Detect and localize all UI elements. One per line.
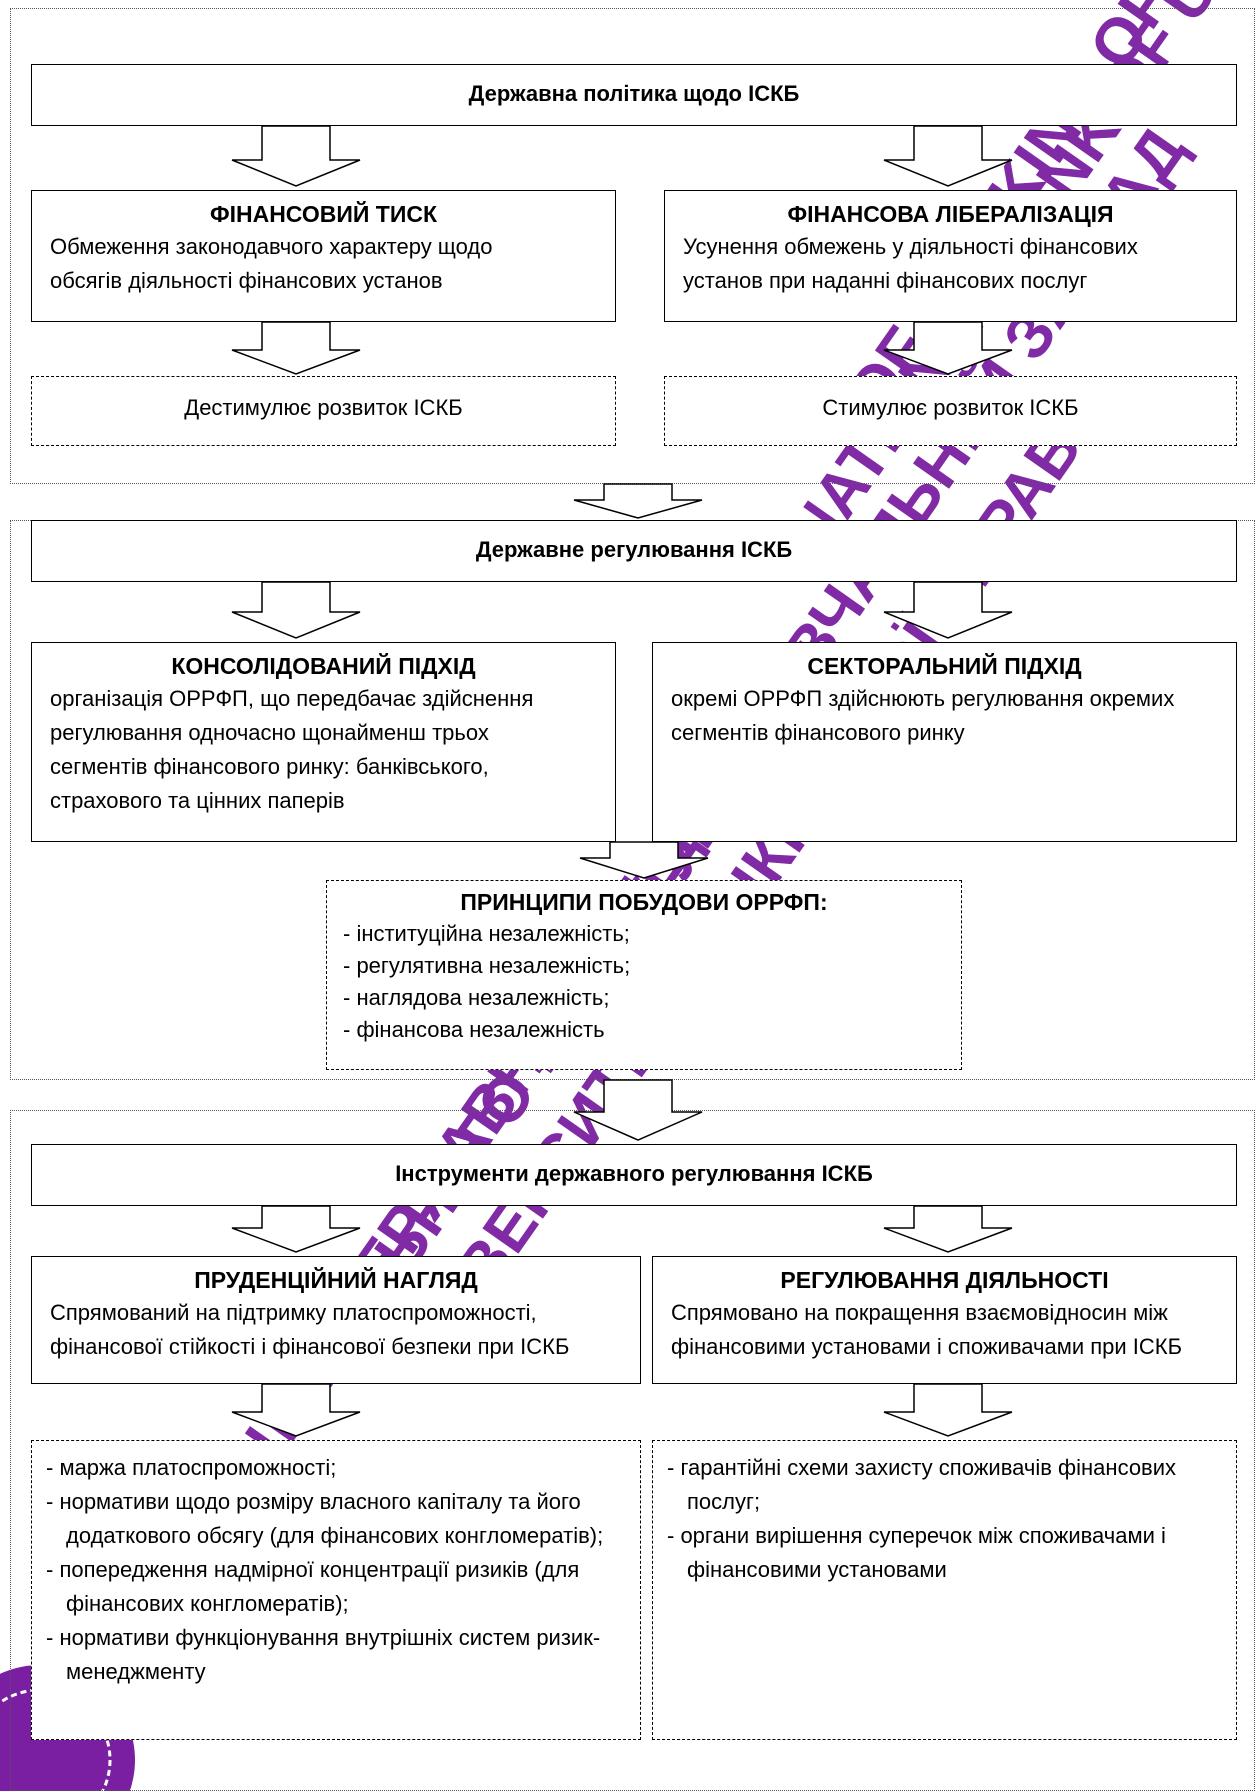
prudential-instrument-item: - нормативи щодо розміру власного капіта…: [46, 1489, 604, 1548]
consolidated-line-2: регулювання одночасно щонайменш трьох: [50, 720, 489, 745]
prudential-instrument-item: - попередження надмірної концентрації ри…: [46, 1557, 580, 1616]
sectoral-line-1: окремі ОРРФП здійснюють регулювання окре…: [671, 686, 1175, 711]
financial-pressure-line-1: Обмеження законодавчого характеру щодо: [50, 234, 493, 259]
prudential-supervision-title: ПРУДЕНЦІЙНИЙ НАГЛЯД: [194, 1267, 478, 1293]
instruments-box: Інструменти державного регулювання ІСКБ: [31, 1144, 1237, 1206]
consolidated-approach-box: КОНСОЛІДОВАНИЙ ПІДХІД організація ОРРФП,…: [31, 642, 616, 842]
activity-regulation-box: РЕГУЛЮВАННЯ ДІЯЛЬНОСТІ Спрямовано на пок…: [652, 1256, 1237, 1384]
financial-liberalization-line-2: установ при наданні фінансових послуг: [683, 268, 1088, 293]
principle-item: - інституційна незалежність;: [343, 921, 630, 946]
principles-list: - інституційна незалежність; - регулятив…: [327, 916, 961, 1046]
consolidated-line-1: організація ОРРФП, що передбачає здійсне…: [50, 686, 534, 711]
prudential-line-1: Спрямований на підтримку платоспроможнос…: [50, 1300, 537, 1325]
prudential-instrument-item: - маржа платоспроможності;: [46, 1455, 337, 1480]
activity-instruments-list: - гарантійні схеми захисту споживачів фі…: [653, 1441, 1236, 1587]
sectoral-approach-box: СЕКТОРАЛЬНИЙ ПІДХІД окремі ОРРФП здійсню…: [652, 642, 1237, 842]
destimulates-text: Дестимулює розвиток ІСКБ: [184, 395, 463, 420]
state-policy-box: Державна політика щодо ІСКБ: [31, 64, 1237, 126]
activity-regulation-title: РЕГУЛЮВАННЯ ДІЯЛЬНОСТІ: [780, 1267, 1109, 1293]
sectoral-approach-text: окремі ОРРФП здійснюють регулювання окре…: [653, 680, 1236, 750]
financial-liberalization-line-1: Усунення обмежень у діяльності фінансови…: [683, 234, 1138, 259]
stimulates-box: Стимулює розвиток ІСКБ: [664, 376, 1237, 446]
activity-instrument-item: - гарантійні схеми захисту споживачів фі…: [667, 1455, 1177, 1514]
principles-box: ПРИНЦИПИ ПОБУДОВИ ОРРФП: - інституційна …: [326, 880, 962, 1070]
consolidated-approach-text: організація ОРРФП, що передбачає здійсне…: [32, 680, 615, 818]
financial-pressure-title: ФІНАНСОВИЙ ТИСК: [209, 201, 438, 227]
financial-pressure-line-2: обсягів діяльності фінансових установ: [50, 268, 443, 293]
instruments-title: Інструменти державного регулювання ІСКБ: [395, 1161, 873, 1186]
prudential-supervision-box: ПРУДЕНЦІЙНИЙ НАГЛЯД Спрямований на підтр…: [31, 1256, 641, 1384]
principles-title: ПРИНЦИПИ ПОБУДОВИ ОРРФП:: [460, 889, 828, 915]
activity-line-2: фінансовими установами і споживачами при…: [671, 1334, 1183, 1359]
activity-line-1: Спрямовано на покращення взаємовідносин …: [671, 1300, 1168, 1325]
consolidated-approach-title: КОНСОЛІДОВАНИЙ ПІДХІД: [171, 653, 476, 679]
financial-liberalization-text: Усунення обмежень у діяльності фінансови…: [665, 228, 1236, 298]
arrow-down-icon: [573, 483, 703, 519]
activity-instrument-item: - органи вирішення суперечок між спожива…: [667, 1523, 1166, 1582]
financial-pressure-text: Обмеження законодавчого характеру щодо о…: [32, 228, 615, 298]
state-regulation-box: Державне регулювання ІСКБ: [31, 520, 1237, 582]
prudential-supervision-text: Спрямований на підтримку платоспроможнос…: [32, 1294, 640, 1364]
sectoral-approach-title: СЕКТОРАЛЬНИЙ ПІДХІД: [807, 653, 1082, 679]
destimulates-box: Дестимулює розвиток ІСКБ: [31, 376, 616, 446]
prudential-instruments-list: - маржа платоспроможності; - нормативи щ…: [32, 1441, 640, 1689]
principle-item: - наглядова незалежність;: [343, 985, 610, 1010]
principle-item: - фінансова незалежність: [343, 1017, 605, 1042]
activity-instruments-box: - гарантійні схеми захисту споживачів фі…: [652, 1440, 1237, 1740]
prudential-instruments-box: - маржа платоспроможності; - нормативи щ…: [31, 1440, 641, 1740]
financial-pressure-box: ФІНАНСОВИЙ ТИСК Обмеження законодавчого …: [31, 190, 616, 322]
stimulates-text: Стимулює розвиток ІСКБ: [822, 395, 1079, 420]
activity-regulation-text: Спрямовано на покращення взаємовідносин …: [653, 1294, 1236, 1364]
prudential-instrument-item: - нормативи функціонування внутрішніх си…: [46, 1625, 601, 1684]
state-regulation-title: Державне регулювання ІСКБ: [475, 537, 793, 562]
prudential-line-2: фінансової стійкості і фінансової безпек…: [50, 1334, 570, 1359]
financial-liberalization-title: ФІНАНСОВА ЛІБЕРАЛІЗАЦІЯ: [787, 201, 1114, 227]
financial-liberalization-box: ФІНАНСОВА ЛІБЕРАЛІЗАЦІЯ Усунення обмежен…: [664, 190, 1237, 322]
sectoral-line-2: сегментів фінансового ринку: [671, 720, 965, 745]
consolidated-line-4: страхового та цінних паперів: [50, 788, 345, 813]
principle-item: - регулятивна незалежність;: [343, 953, 631, 978]
state-policy-title: Державна політика щодо ІСКБ: [468, 81, 800, 106]
consolidated-line-3: сегментів фінансового ринку: банківськог…: [50, 754, 489, 779]
